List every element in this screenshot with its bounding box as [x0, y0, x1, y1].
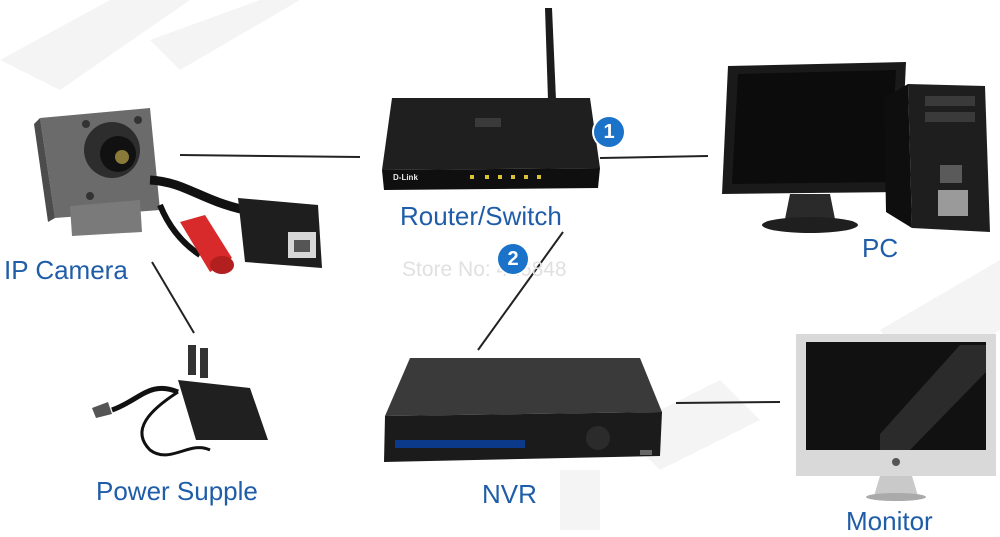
nvr-icon: [384, 358, 662, 462]
step-badge-1: 1: [594, 117, 624, 147]
pc-label: PC: [862, 233, 899, 263]
line-nvr-monitor: [675, 401, 781, 404]
nvr-label: NVR: [482, 479, 537, 509]
power-supply-label: Power Supple: [96, 476, 258, 506]
connection-lines: [151, 154, 781, 404]
line-camera-power: [151, 261, 195, 334]
line-camera-router: [179, 154, 361, 158]
router-icon: [382, 8, 600, 190]
store-watermark: Store No: 416848: [402, 258, 567, 281]
line-router-nvr: [477, 231, 564, 351]
ip-camera-label: IP Camera: [4, 255, 128, 285]
line-router-pc: [599, 155, 709, 159]
router-brand-text: D-Link: [393, 173, 418, 182]
monitor-icon: [796, 334, 996, 501]
power-supply-icon: [92, 345, 268, 457]
ip-camera-icon: [34, 108, 322, 274]
monitor-label: Monitor: [846, 506, 933, 536]
router-label: Router/Switch: [400, 201, 562, 231]
step-badge-2: 2: [498, 244, 528, 274]
pc-icon: [722, 62, 990, 233]
